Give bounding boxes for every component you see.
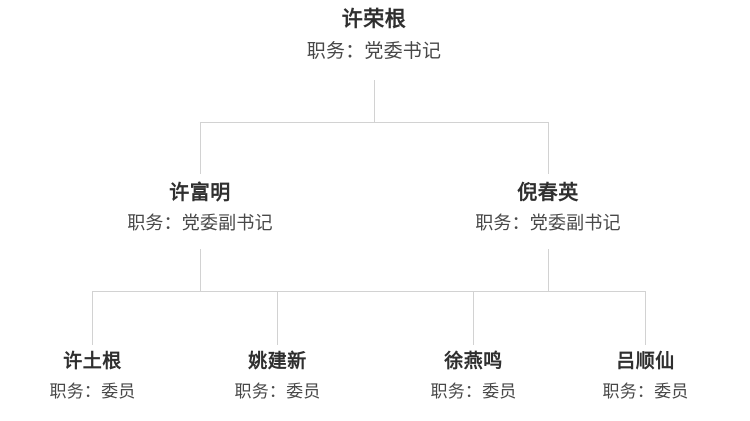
org-node-root[interactable]: 许荣根 职务：党委书记 [224, 6, 524, 64]
connector-root-stem [374, 80, 375, 123]
org-node-deputy-right[interactable]: 倪春英 职务：党委副书记 [408, 180, 688, 235]
org-node-title: 职务：党委副书记 [475, 213, 621, 234]
connector-level2-drop-left [200, 122, 201, 174]
connector-level3-drop-4 [645, 291, 646, 345]
org-node-title: 职务：党委书记 [306, 40, 442, 63]
org-node-name: 姚建新 [248, 350, 307, 372]
org-node-deputy-left[interactable]: 许富明 职务：党委副书记 [60, 180, 340, 235]
connector-level2-drop-right [548, 122, 549, 174]
org-node-member-3[interactable]: 徐燕鸣 职务：委员 [381, 350, 566, 403]
connector-level3-drop-3 [473, 291, 474, 345]
connector-level3-drop-1 [92, 291, 93, 345]
connector-level3-drop-2 [277, 291, 278, 345]
org-node-title: 职务：委员 [49, 381, 136, 402]
org-node-title: 职务：委员 [234, 381, 321, 402]
org-node-title: 职务：委员 [430, 381, 517, 402]
org-node-member-1[interactable]: 许土根 职务：委员 [0, 350, 185, 403]
org-node-title: 职务：党委副书记 [127, 213, 273, 234]
org-node-title: 职务：委员 [602, 381, 689, 402]
connector-deputy-left-stem [200, 249, 201, 292]
connector-level2-bus [200, 122, 549, 123]
org-node-name: 倪春英 [517, 180, 579, 204]
org-node-name: 许土根 [63, 350, 122, 372]
org-node-name: 吕顺仙 [616, 350, 675, 372]
org-node-member-2[interactable]: 姚建新 职务：委员 [185, 350, 370, 403]
org-node-name: 许荣根 [341, 7, 407, 31]
connector-level3-bus [92, 291, 646, 292]
org-node-name: 徐燕鸣 [444, 350, 503, 372]
org-node-name: 许富明 [169, 180, 231, 204]
connector-deputy-right-stem [548, 249, 549, 292]
org-node-member-4[interactable]: 吕顺仙 职务：委员 [553, 350, 738, 403]
